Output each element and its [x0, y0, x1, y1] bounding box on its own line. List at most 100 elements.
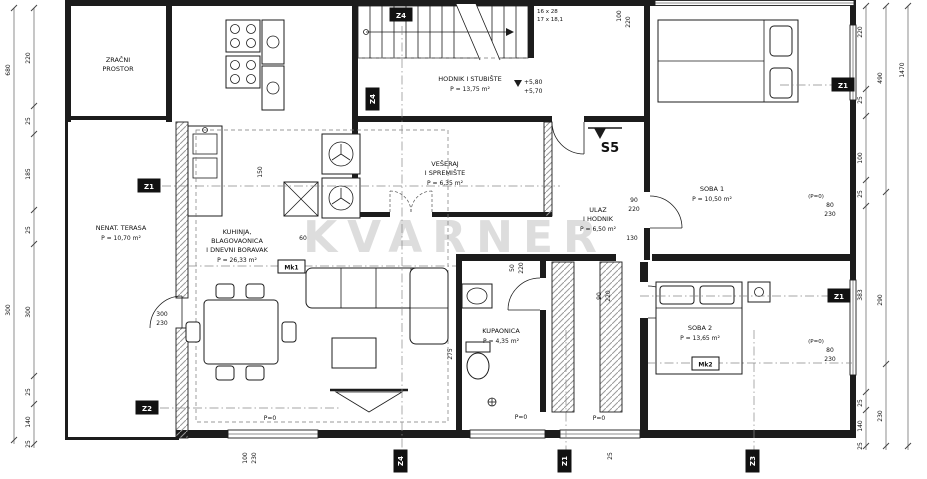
dim-right-inner-7: 25: [857, 442, 864, 450]
marker-box-z3-bottom: [745, 449, 760, 473]
door-terrace: [149, 295, 183, 329]
label-soba2: SOBA 2: [688, 324, 712, 332]
dim-right-inner-1: 25: [857, 96, 864, 104]
marker-mk1: Mk1: [284, 265, 298, 272]
ceiling-projection: [195, 129, 449, 423]
chair: [185, 321, 201, 343]
dim-terrace-door-w: 300: [156, 311, 168, 318]
soba2-furniture: [655, 281, 771, 375]
dim-bottom-1: 230: [251, 452, 258, 464]
dim-left-outer-1: 300: [5, 304, 12, 316]
stove-unit-1: [225, 19, 261, 53]
toilet-bowl: [466, 352, 490, 380]
faucet-icon: [202, 127, 208, 133]
dim-win1-p: (P=0): [808, 194, 824, 200]
sink-bowl-2: [192, 157, 218, 179]
dim-left-inner-3: 25: [25, 226, 32, 234]
dim-top-1: 220: [625, 16, 632, 28]
dim-right-mid-1: 290: [877, 294, 884, 306]
label-zracni-2: PROSTOR: [102, 65, 134, 73]
dim-p0-1: P=0: [264, 415, 277, 422]
dim-top-0: 100: [616, 10, 623, 22]
dim-win1-h: 230: [824, 211, 836, 218]
label-kupaonica-area: P = 4,35 m²: [483, 338, 520, 345]
label-zracni-1: ZRAČNI: [106, 55, 130, 64]
marker-box-z1-bottom: [557, 449, 572, 473]
pillow: [769, 25, 793, 57]
stove-unit-2: [225, 55, 261, 89]
dining-table: [203, 299, 279, 365]
living-furniture: [185, 129, 449, 423]
bathroom-fixtures: [461, 283, 497, 407]
dim-right-mid-0: 490: [877, 72, 884, 84]
door-veseraj-double: [389, 190, 433, 213]
chair: [245, 283, 265, 299]
sofa-chaise: [409, 267, 449, 345]
marker-box-z4-mid: [365, 87, 380, 111]
label-veseraj-area: P = 6,35 m²: [427, 180, 464, 187]
dim-p0-2: P=0: [515, 414, 528, 421]
dim-soba1-door-h: 220: [628, 206, 640, 213]
dim-left-inner-7: 25: [25, 440, 32, 448]
marker-box-z4-bottom: [393, 449, 408, 473]
label-kupaonica: KUPAONICA: [482, 327, 520, 335]
dim-right-mid-2: 230: [877, 410, 884, 422]
toilet-tank: [465, 341, 491, 353]
dim-130: 130: [626, 235, 638, 242]
dim-left-inner-4: 300: [25, 306, 32, 318]
label-hodnik-area: P = 13,75 m²: [450, 86, 490, 93]
dim-bottom-2: 25: [607, 452, 614, 460]
dim-terrace-door-h: 230: [156, 320, 168, 327]
pillow: [699, 285, 735, 305]
marker-mk2: Mk2: [698, 362, 712, 369]
door-bathroom: [507, 277, 541, 311]
section-flag-icon: [594, 128, 606, 139]
dim-right-inner-3: 25: [857, 190, 864, 198]
dim-right-inner-0: 220: [857, 26, 864, 38]
dim-left-inner-0: 220: [25, 52, 32, 64]
dim-bath-door-h: 220: [518, 262, 525, 274]
hatched-walls: [175, 121, 623, 439]
marker-z1-left: Z1: [144, 183, 154, 191]
dim-right-inner-2: 100: [857, 152, 864, 164]
dim-win2-w: 80: [826, 347, 834, 354]
stair-note-1: 16 x 28: [537, 9, 558, 15]
label-terasa: NENAT. TERASA: [96, 224, 147, 232]
doors: [149, 121, 683, 329]
label-ulaz-area: P = 6,50 m²: [580, 226, 617, 233]
door-soba1: [649, 195, 683, 229]
marker-s5: S5: [601, 141, 619, 156]
dim-bath-door-w: 50: [509, 264, 516, 272]
pillow: [659, 285, 695, 305]
dim-soba2-door-h: 220: [605, 290, 612, 302]
label-veseraj-1: VEŠERAJ: [431, 159, 458, 168]
chair: [215, 365, 235, 381]
label-terasa-area: P = 10,70 m²: [101, 235, 141, 242]
door-entrance: [551, 121, 585, 155]
label-level-upper: +5,80: [524, 79, 543, 86]
marker-box-mk2: [691, 356, 720, 371]
soba1-furniture: [657, 19, 799, 103]
label-kuhinja-area: P = 26,33 m²: [217, 257, 257, 264]
dim-left-outer-0: 680: [5, 64, 12, 76]
section-lines: [160, 26, 852, 450]
label-soba1: SOBA 1: [700, 185, 724, 193]
label-soba1-area: P = 10,50 m²: [692, 196, 732, 203]
chair: [245, 365, 265, 381]
tv-stand: [334, 391, 404, 413]
marker-z1-right-top: Z1: [838, 82, 848, 90]
cabinet-2: [261, 65, 285, 111]
section-markers: S5 Z4 Z4 Z1 Z1 Z1 Z2 Z4 Z1 Z3 Mk1 Mk2: [135, 7, 855, 473]
marker-z4-bottom: Z4: [397, 456, 405, 466]
dim-right-inner-4: 383: [857, 289, 864, 301]
dim-right-inner-5: 25: [857, 399, 864, 407]
stair-note-2: 17 x 18,1: [537, 17, 563, 23]
dim-bottom-0: 100: [242, 452, 249, 464]
kitchen-counter: [187, 125, 223, 217]
dim-win2-p: (P=0): [808, 339, 824, 345]
kitchen-fixtures: [187, 19, 361, 219]
marker-box-z4-top: [389, 7, 413, 22]
dim-60: 60: [299, 235, 307, 242]
marker-box-z1-right-mid: [827, 288, 851, 303]
marker-z2-left: Z2: [142, 405, 152, 413]
